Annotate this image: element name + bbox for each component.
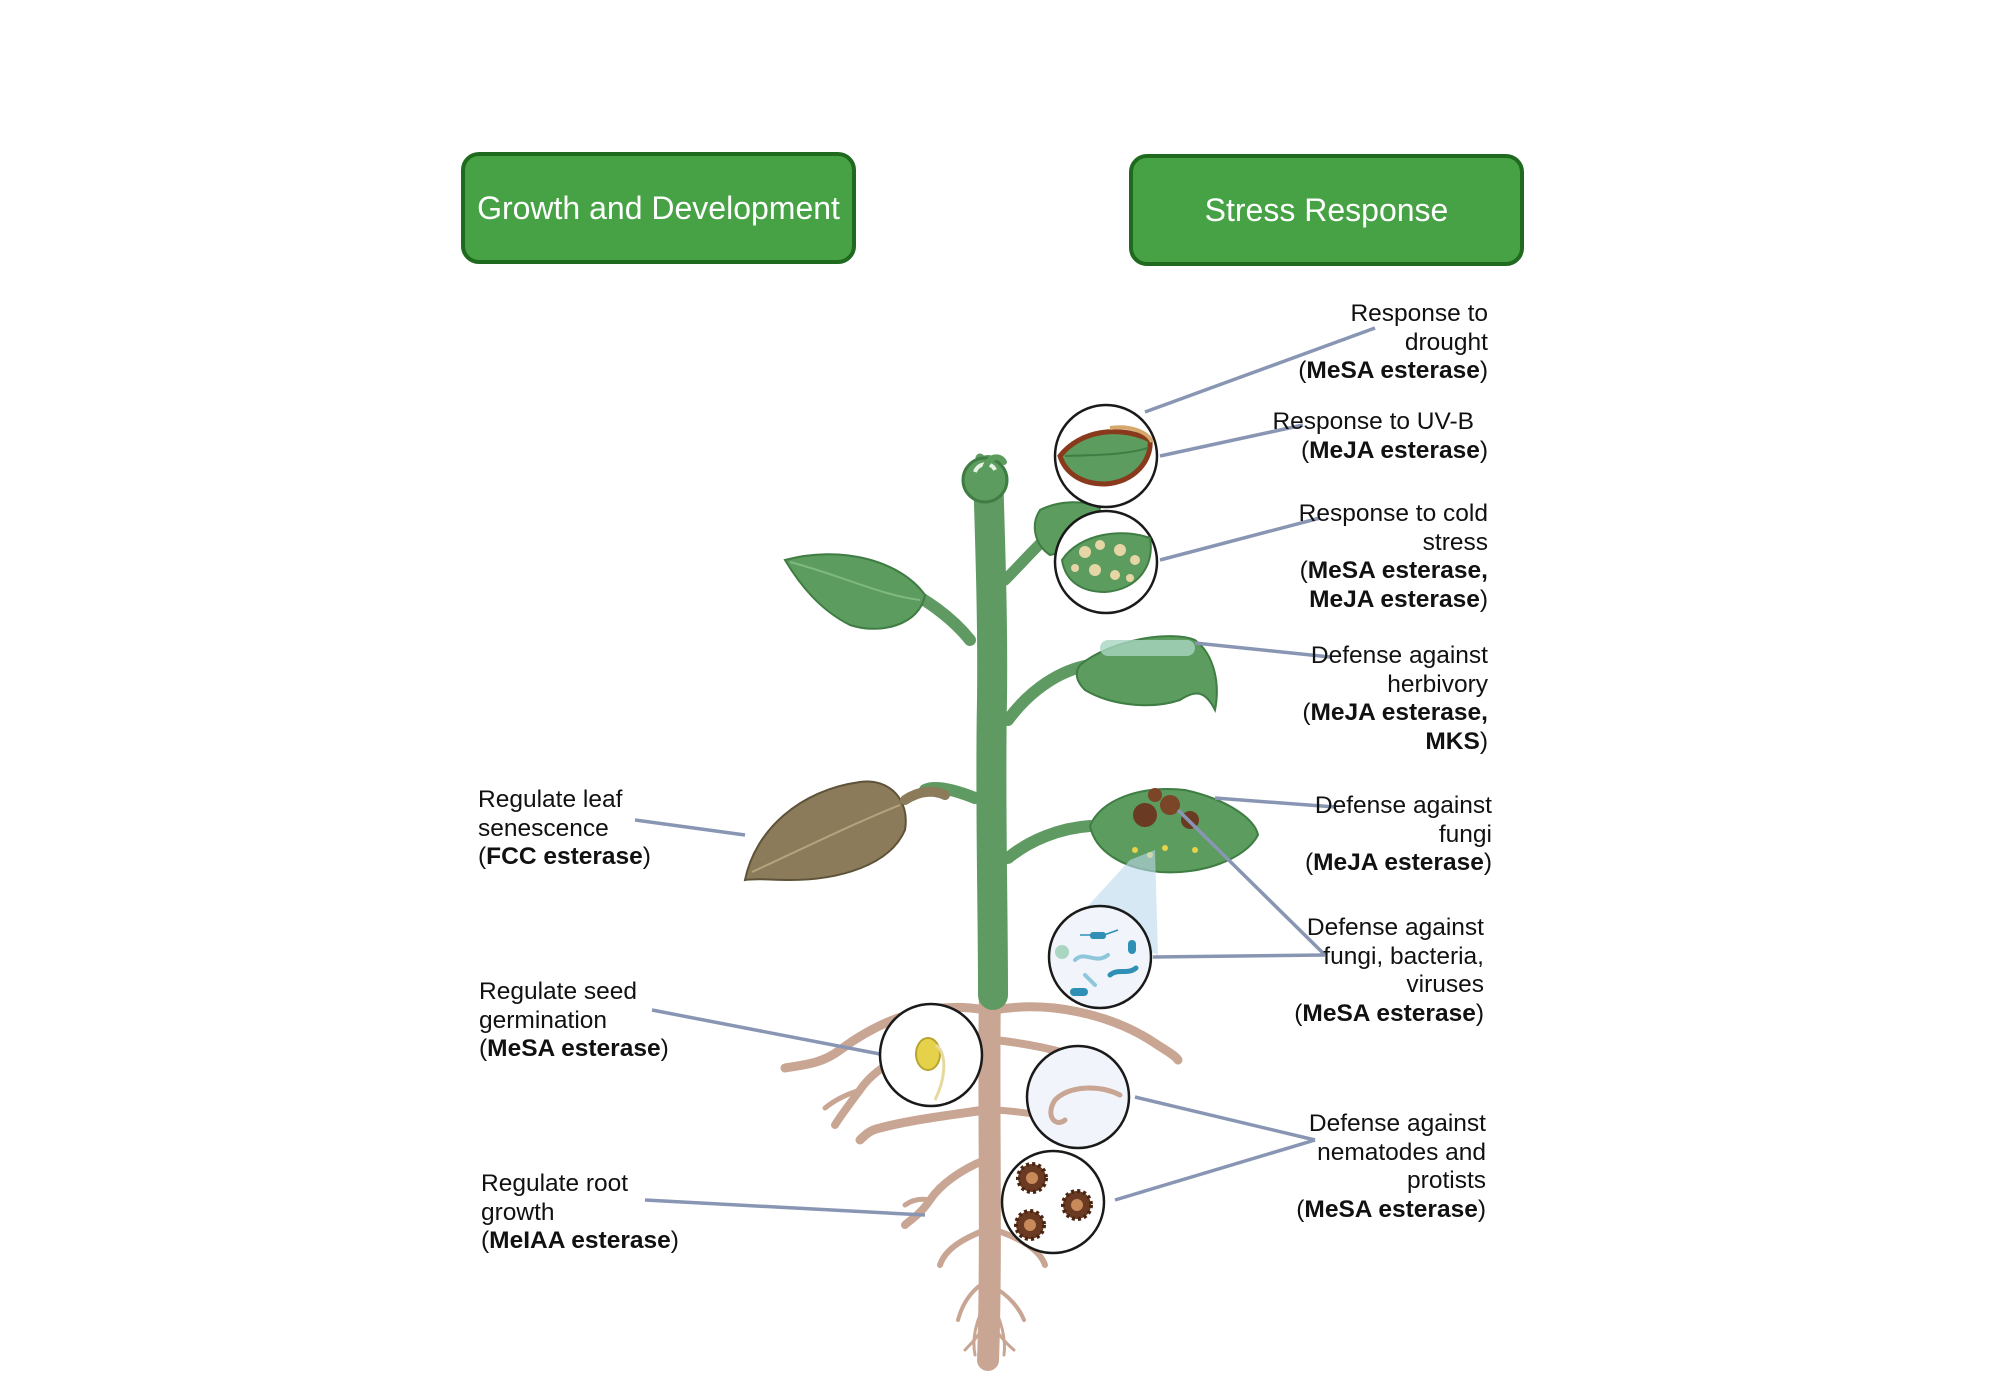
label-root-enzyme: (MeIAA esterase)	[481, 1227, 679, 1254]
label-uvb-line-1: Response to UV-B	[1272, 408, 1474, 435]
label-seed-germination: Regulate seed germination (MeSA esterase…	[479, 978, 669, 1064]
leaf-senescent	[743, 780, 950, 882]
stress-response-header: Stress Response	[1129, 154, 1524, 266]
label-herbivory-enzyme-text-2: MKS	[1425, 727, 1480, 755]
seed-circle	[878, 1002, 984, 1108]
label-drought-enzyme-text: MeSA esterase	[1306, 357, 1480, 384]
leaf-upper-left	[783, 553, 927, 630]
label-uvb-enzyme: (MeJA esterase)	[1300, 436, 1488, 464]
label-senescence-line-1: Regulate leaf	[478, 786, 623, 813]
label-herbivory-line-1: Defense against	[1310, 642, 1488, 669]
label-root-line-1: Regulate root	[481, 1170, 629, 1197]
label-fbv-enzyme: (MeSA esterase)	[1294, 999, 1484, 1027]
label-herbivory-enzyme-1: (MeJA esterase,	[1302, 699, 1488, 726]
label-germination-enzyme: (MeSA esterase)	[479, 1035, 669, 1062]
label-root-growth: Regulate root growth (MeIAA esterase)	[481, 1170, 679, 1256]
label-cold-line-2: stress	[1422, 528, 1488, 556]
drought-leaf-circle	[1053, 403, 1159, 509]
label-senescence-line-2: senescence	[478, 814, 609, 842]
label-senescence-enzyme-text: FCC esterase	[486, 843, 643, 870]
label-cold-enzyme-text-2: MeJA esterase	[1309, 585, 1480, 613]
label-fungi-line-1: Defense against	[1314, 792, 1492, 819]
label-fungi: Defense against fungi (MeJA esterase)	[1305, 792, 1492, 878]
protists-circle	[1000, 1149, 1106, 1255]
label-fbv-line-1: Defense against	[1306, 914, 1484, 941]
label-leaf-senescence: Regulate leaf senescence (FCC esterase)	[478, 786, 651, 872]
label-uvb: Response to UV-B (MeJA esterase)	[1272, 408, 1488, 465]
label-np-line-2: nematodes and	[1317, 1138, 1486, 1166]
label-cold-line-1: Response to cold	[1298, 500, 1488, 527]
label-fungi-line-2: fungi	[1438, 820, 1492, 848]
label-np-enzyme: (MeSA esterase)	[1296, 1195, 1486, 1223]
label-cold-enzyme-text-1: MeSA esterase,	[1307, 557, 1488, 584]
label-germination-line-1: Regulate seed	[479, 978, 638, 1005]
label-germination-line-2: germination	[479, 1006, 608, 1034]
label-herbivory-line-2: herbivory	[1387, 670, 1488, 698]
label-cold-enzyme-1: (MeSA esterase,	[1299, 557, 1488, 584]
label-senescence-enzyme: (FCC esterase)	[478, 843, 651, 870]
nematode-circle	[1025, 1044, 1131, 1150]
label-drought-line-2: drought	[1404, 328, 1488, 356]
connector-lines	[634, 326, 1376, 1217]
label-fbv-enzyme-text: MeSA esterase	[1302, 999, 1476, 1027]
label-drought-enzyme: (MeSA esterase)	[1298, 357, 1488, 384]
label-fungi-enzyme-text: MeJA esterase	[1313, 849, 1484, 876]
cold-leaf-circle	[1053, 509, 1159, 615]
label-herbivory: Defense against herbivory (MeJA esterase…	[1302, 642, 1488, 756]
label-herbivory-enzyme-2: MKS)	[1425, 727, 1488, 755]
stem-tip	[961, 454, 1009, 504]
leaf-herbivory	[1075, 635, 1218, 714]
root-system	[780, 974, 1183, 1371]
stress-response-header-text: Stress Response	[1204, 191, 1449, 228]
label-cold: Response to cold stress (MeSA esterase, …	[1299, 500, 1488, 614]
microbes-circle	[1047, 904, 1153, 1010]
label-fbv-line-2: fungi, bacteria,	[1323, 942, 1484, 970]
label-root-enzyme-text: MeIAA esterase	[489, 1227, 671, 1254]
label-uvb-enzyme-text: MeJA esterase	[1309, 436, 1480, 464]
label-drought-line-1: Response to	[1350, 300, 1488, 327]
label-germination-enzyme-text: MeSA esterase	[487, 1035, 661, 1062]
label-fungi-bacteria-viruses: Defense against fungi, bacteria, viruses…	[1294, 914, 1484, 1028]
label-fungi-enzyme: (MeJA esterase)	[1304, 849, 1492, 876]
label-root-line-2: growth	[481, 1198, 555, 1226]
growth-development-header: Growth and Development	[461, 152, 856, 264]
label-fbv-line-3: viruses	[1406, 971, 1484, 998]
label-np-enzyme-text: MeSA esterase	[1304, 1195, 1478, 1223]
label-np-line-3: protists	[1407, 1167, 1486, 1194]
label-np-line-1: Defense against	[1308, 1110, 1486, 1137]
label-drought: Response to drought (MeSA esterase)	[1298, 300, 1488, 386]
label-nematodes-protists: Defense against nematodes and protists (…	[1296, 1110, 1486, 1224]
label-herbivory-enzyme-text-1: MeJA esterase,	[1310, 699, 1488, 726]
growth-development-header-text: Growth and Development	[477, 189, 840, 226]
label-cold-enzyme-2: MeJA esterase)	[1309, 585, 1488, 613]
